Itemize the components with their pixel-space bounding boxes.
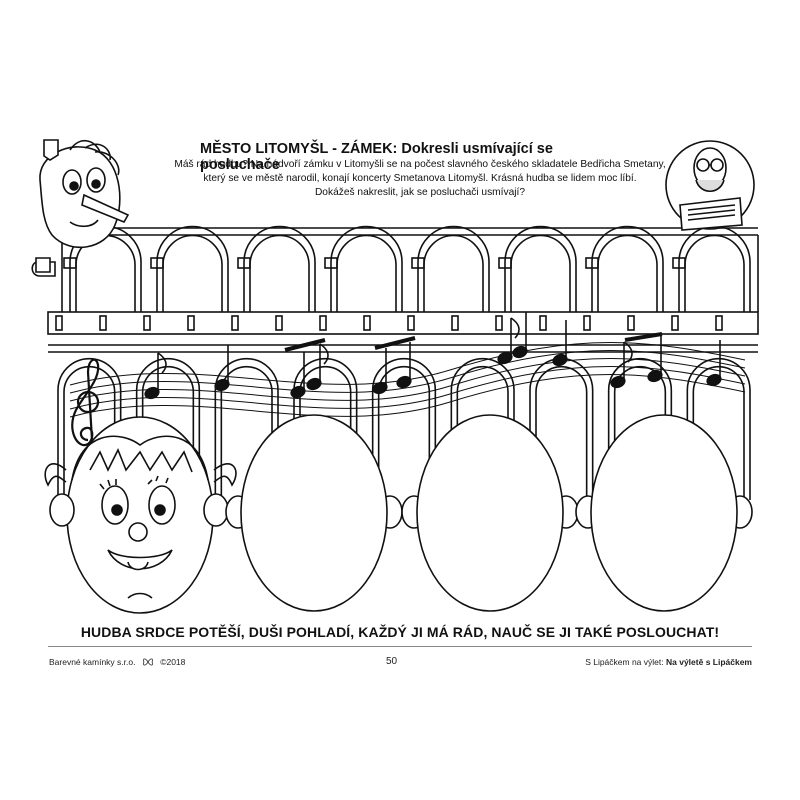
- lower-arch-inner: [456, 365, 509, 500]
- note-flag: [510, 317, 520, 339]
- arch-capital: [672, 257, 686, 269]
- publisher-name: Barevné kamínky s.r.o.: [49, 657, 136, 667]
- intro-line-3: Dokážeš nakreslit, jak se posluchači usm…: [314, 187, 526, 198]
- footer-publisher: Barevné kamínky s.r.o. ©2018: [49, 657, 185, 667]
- arch-capital: [324, 257, 338, 269]
- upper-arch-inner: [423, 234, 484, 312]
- baluster: [231, 315, 239, 331]
- treble-clef-icon: [71, 358, 100, 447]
- arch-capital: [411, 257, 425, 269]
- music-staff: [69, 342, 746, 418]
- arch-capital: [63, 257, 77, 269]
- arch-capital: [150, 257, 164, 269]
- upper-arch: [417, 225, 490, 312]
- baluster: [55, 315, 63, 331]
- title-place: MĚSTO LITOMYŠL - ZÁMEK:: [200, 141, 398, 157]
- series-prefix: S Lipáčkem na výlet:: [585, 657, 664, 667]
- upper-arch-inner: [510, 234, 571, 312]
- intro-text: Máš rád hudbu? Na nádvoří zámku v Litomy…: [160, 158, 680, 200]
- lower-arch: [57, 357, 122, 500]
- lower-arch-inner: [692, 365, 745, 500]
- footer-divider: [48, 646, 752, 647]
- arch-capital: [237, 257, 251, 269]
- baluster: [99, 315, 107, 331]
- empty-face-outline: [416, 414, 564, 612]
- upper-arch-inner: [597, 234, 658, 312]
- motto: HUDBA SRDCE POTĚŠÍ, DUŠI POHLADÍ, KAŽDÝ …: [80, 624, 720, 640]
- baluster: [407, 315, 415, 331]
- baluster: [143, 315, 151, 331]
- lower-arch: [214, 357, 279, 500]
- baluster: [451, 315, 459, 331]
- music-notes: [144, 312, 722, 400]
- face-drawn: [44, 416, 237, 614]
- upper-arch-inner: [249, 234, 310, 312]
- lower-arch: [607, 358, 673, 500]
- note-beam: [624, 332, 663, 342]
- lower-arch: [135, 358, 201, 500]
- series-title: Na výletě s Lipáčkem: [666, 657, 752, 667]
- intro-line-1: Máš rád hudbu? Na nádvoří zámku v Litomy…: [174, 159, 666, 170]
- arch-capital: [498, 257, 512, 269]
- baluster: [539, 315, 547, 331]
- thumbs-up-icon: [35, 257, 51, 273]
- baluster: [187, 315, 195, 331]
- title-task: Dokresli usmívající se posluchače: [200, 141, 553, 173]
- upper-arch-inner: [684, 234, 745, 312]
- note-beam: [284, 338, 326, 352]
- baluster: [583, 315, 591, 331]
- lower-arch: [293, 357, 358, 500]
- arch-capital: [585, 257, 599, 269]
- lower-arch: [371, 358, 437, 500]
- upper-arch: [243, 225, 316, 312]
- upper-arch: [591, 225, 664, 312]
- empty-face-outline: [590, 414, 738, 612]
- butterfly-icon: [142, 658, 153, 666]
- baluster: [275, 315, 283, 331]
- baluster: [627, 315, 635, 331]
- note-beam: [374, 336, 416, 350]
- upper-arch: [330, 225, 403, 312]
- note-flag: [157, 352, 167, 374]
- lower-arch-inner: [141, 366, 195, 500]
- upper-arcade: [55, 225, 759, 312]
- lower-arcade: [57, 357, 751, 500]
- baluster: [363, 315, 371, 331]
- lower-arch: [686, 357, 751, 500]
- potato-mascot-icon: [31, 140, 130, 277]
- baluster: [671, 315, 679, 331]
- balustrade: [47, 311, 759, 353]
- smetana-portrait-icon: [665, 140, 755, 231]
- lower-arch: [450, 357, 515, 500]
- page-number: 50: [386, 656, 398, 667]
- upper-arch-inner: [162, 234, 223, 312]
- baluster: [319, 315, 327, 331]
- footer-series: S Lipáčkem na výlet: Na výletě s Lipáčke…: [585, 657, 752, 667]
- baluster: [495, 315, 503, 331]
- upper-arch: [504, 225, 577, 312]
- copyright: ©2018: [160, 657, 186, 667]
- upper-arch-inner: [336, 234, 397, 312]
- empty-faces: [225, 414, 753, 612]
- note-flag: [623, 341, 633, 363]
- lower-arch-inner: [535, 365, 588, 500]
- baluster: [715, 315, 723, 331]
- thumbs-down-icon: [43, 139, 59, 161]
- upper-arch: [678, 225, 751, 312]
- note-flag: [319, 343, 329, 365]
- intro-line-2: který se ve městě narodil, konají koncer…: [203, 173, 637, 184]
- upper-arch: [156, 225, 229, 312]
- empty-face-outline: [240, 414, 388, 612]
- worksheet-title: MĚSTO LITOMYŠL - ZÁMEK: Dokresli usmívaj…: [200, 141, 620, 173]
